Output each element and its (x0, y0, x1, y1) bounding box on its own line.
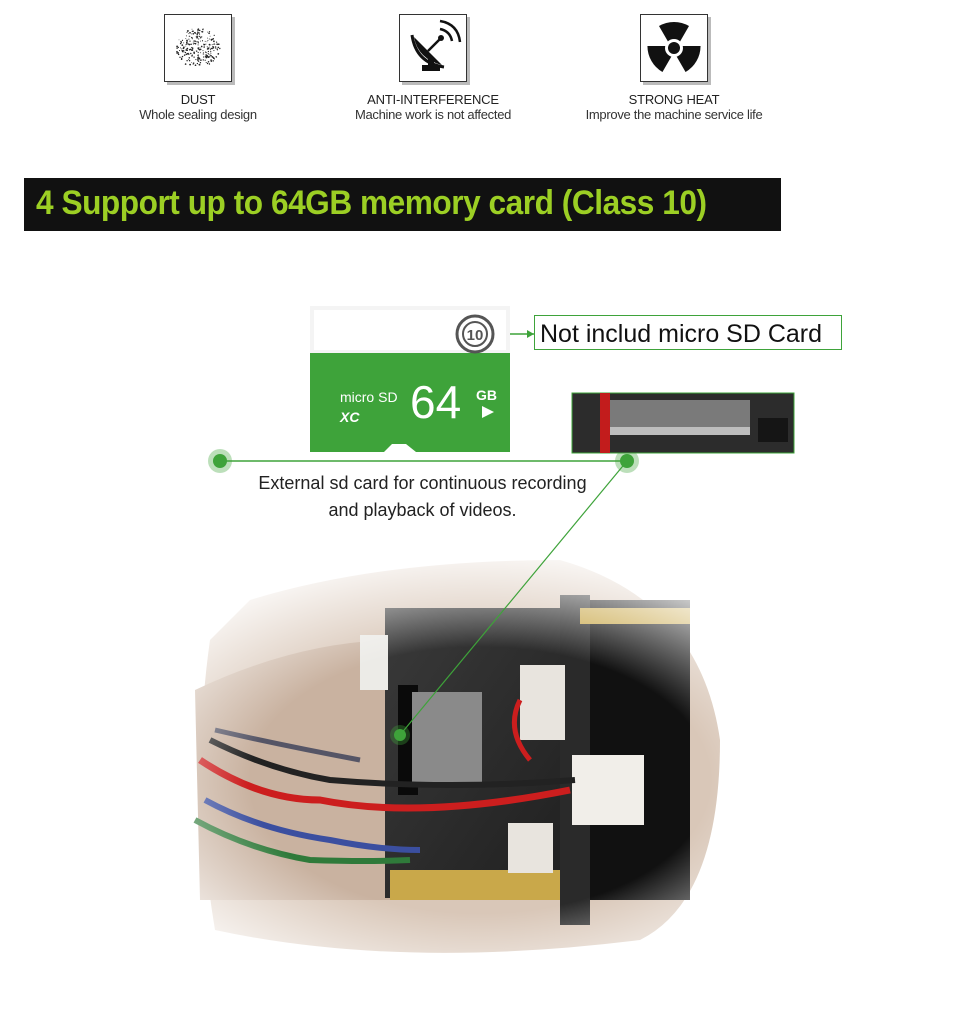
sd-description: External sd card for continuous recordin… (230, 470, 615, 524)
sd-unit-text: GB (476, 387, 497, 403)
callout-dot (390, 725, 410, 745)
callout-dot (213, 454, 227, 468)
callout-dot (394, 729, 406, 741)
micro-sd-card-image: 10 micro SD XC 64 GB (310, 306, 510, 461)
feature-strong-heat: STRONG HEAT Improve the machine service … (544, 14, 804, 122)
feature-anti-interference: ANTI-INTERFERENCE Machine work is not af… (303, 14, 563, 122)
banner-text: 4 Support up to 64GB memory card (Class … (36, 184, 707, 222)
sd-slot-closeup-photo (571, 392, 795, 454)
feature-title: ANTI-INTERFERENCE (367, 92, 499, 107)
feature-subtitle: Machine work is not affected (354, 107, 512, 122)
callout-dot (620, 454, 634, 468)
description-line: and playback of videos. (328, 500, 517, 520)
not-included-text: Not includ micro SD Card (540, 320, 823, 348)
camera-board-photo-body (100, 560, 860, 1000)
sd-class-text: 10 (467, 327, 484, 344)
radiation-icon (640, 14, 708, 82)
feature-title: DUST (180, 92, 216, 107)
feature-dust: DUST Whole sealing design (68, 14, 328, 122)
satellite-dish-icon (399, 14, 467, 82)
sd-brand-text: micro SD (340, 389, 398, 405)
feature-subtitle: Improve the machine service life (585, 107, 763, 122)
feature-title: STRONG HEAT (628, 92, 720, 107)
section-banner: 4 Support up to 64GB memory card (Class … (24, 178, 781, 231)
feature-subtitle: Whole sealing design (139, 107, 257, 122)
callout-dot (615, 449, 639, 473)
callout-dot (208, 449, 232, 473)
dust-icon (164, 14, 232, 82)
sd-capacity-text: 64 (410, 376, 461, 428)
not-included-label: Not includ micro SD Card (534, 315, 842, 350)
description-line: External sd card for continuous recordin… (258, 473, 587, 493)
sd-type-text: XC (339, 409, 360, 425)
